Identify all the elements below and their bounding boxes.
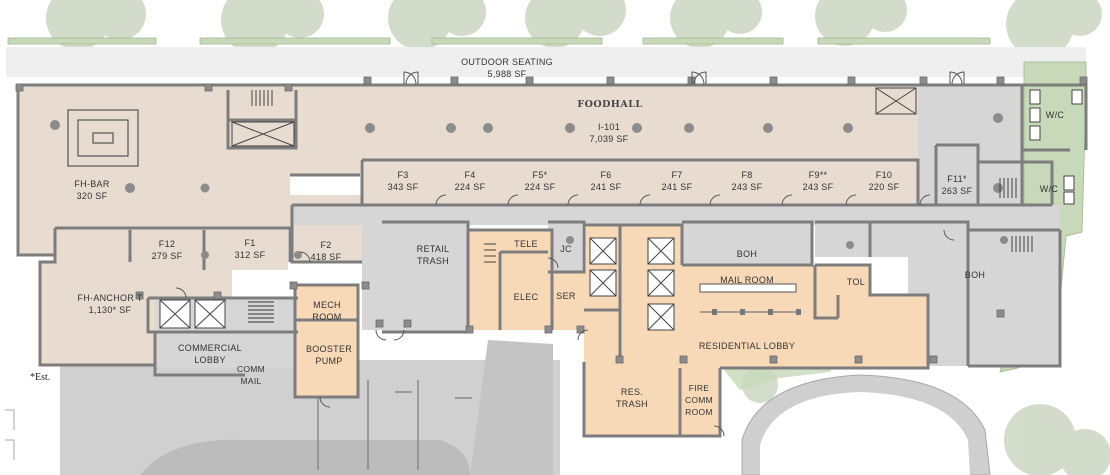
toilet-label: TOL xyxy=(847,277,865,287)
unit-f3-label: F3 xyxy=(397,170,408,180)
retail-trash-label-1: RETAIL xyxy=(417,244,450,254)
unit-f11-area: 263 SF xyxy=(942,186,973,196)
elevator-shafts xyxy=(67,87,1083,331)
fh-anchor-label: FH-ANCHOR T xyxy=(77,293,142,303)
elec-room-label: ELEC xyxy=(514,292,539,302)
structural-columns xyxy=(15,76,1088,364)
area-labels: OUTDOOR SEATING 5,988 SF FOODHALL I-101 … xyxy=(30,57,1064,417)
retail-trash-label-2: TRASH xyxy=(417,256,449,266)
janitor-closet-label: JC xyxy=(560,244,572,254)
comm-mail-label-2: MAIL xyxy=(240,376,261,386)
fh-bar-label: FH-BAR xyxy=(74,179,109,189)
unit-f5-area: 224 SF xyxy=(525,182,556,192)
ser-room-label: SER xyxy=(556,291,576,301)
foodhall-title: FOODHALL xyxy=(577,99,642,110)
unit-f3-area: 343 SF xyxy=(388,182,419,192)
estimate-footnote: *Est. xyxy=(30,372,50,383)
unit-f12-label: F12 xyxy=(159,239,175,249)
unit-f12-area: 279 SF xyxy=(152,251,183,261)
unit-f11-label: F11* xyxy=(947,174,967,184)
unit-f4-label: F4 xyxy=(464,170,475,180)
commercial-lobby-label-1: COMMERCIAL xyxy=(178,343,242,353)
fire-comm-label-2: COMM xyxy=(685,395,713,405)
unit-f5-label: F5* xyxy=(533,170,548,180)
fh-bar-area: 320 SF xyxy=(77,191,108,201)
fh-anchor-area: 1,130* SF xyxy=(89,305,132,315)
walls xyxy=(16,83,1088,438)
unit-f2-label: F2 xyxy=(320,240,331,250)
unit-f6-area: 241 SF xyxy=(591,182,622,192)
outdoor-seating-area: 5,988 SF xyxy=(488,69,527,79)
unit-f7-label: F7 xyxy=(671,170,682,180)
unit-f6-label: F6 xyxy=(600,170,611,180)
door-swings xyxy=(175,71,965,437)
unit-f8-area: 243 SF xyxy=(732,182,763,192)
commercial-lobby-label-2: LOBBY xyxy=(194,355,226,365)
res-trash-label-2: TRASH xyxy=(616,399,648,409)
mech-room-label-1: MECH xyxy=(313,300,341,310)
unit-f10-label: F10 xyxy=(876,170,892,180)
unit-f9-area: 243 SF xyxy=(803,182,834,192)
unit-f1-label: F1 xyxy=(244,238,255,248)
residential-lobby-label: RESIDENTIAL LOBBY xyxy=(699,341,795,351)
boh-right-label: BOH xyxy=(965,270,985,280)
fire-comm-label-3: ROOM xyxy=(685,407,713,417)
booster-pump-label-2: PUMP xyxy=(315,356,342,366)
unit-f1-area: 312 SF xyxy=(235,250,266,260)
unit-i101-label: I-101 xyxy=(598,122,620,132)
mech-room-label-2: ROOM xyxy=(312,312,341,322)
restroom-bottom-label: W/C xyxy=(1040,184,1059,194)
comm-mail-label-1: COMM xyxy=(237,364,265,374)
restroom-top-label: W/C xyxy=(1046,110,1065,120)
unit-f7-area: 241 SF xyxy=(662,182,693,192)
unit-f9-label: F9** xyxy=(809,170,828,180)
res-trash-label-1: RES. xyxy=(621,387,643,397)
boh-center-label: BOH xyxy=(737,249,757,259)
unit-i101-area: 7,039 SF xyxy=(590,134,629,144)
unit-f10-area: 220 SF xyxy=(869,182,900,192)
unit-f8-label: F8 xyxy=(741,170,752,180)
booster-pump-label-1: BOOSTER xyxy=(306,344,352,354)
unit-f2-area: 418 SF xyxy=(311,252,342,262)
tele-room-label: TELE xyxy=(514,239,538,249)
unit-f4-area: 224 SF xyxy=(455,182,486,192)
outdoor-seating-label: OUTDOOR SEATING xyxy=(461,57,553,67)
mail-room-label: MAIL ROOM xyxy=(720,275,774,285)
fire-comm-label-1: FIRE xyxy=(689,383,710,393)
